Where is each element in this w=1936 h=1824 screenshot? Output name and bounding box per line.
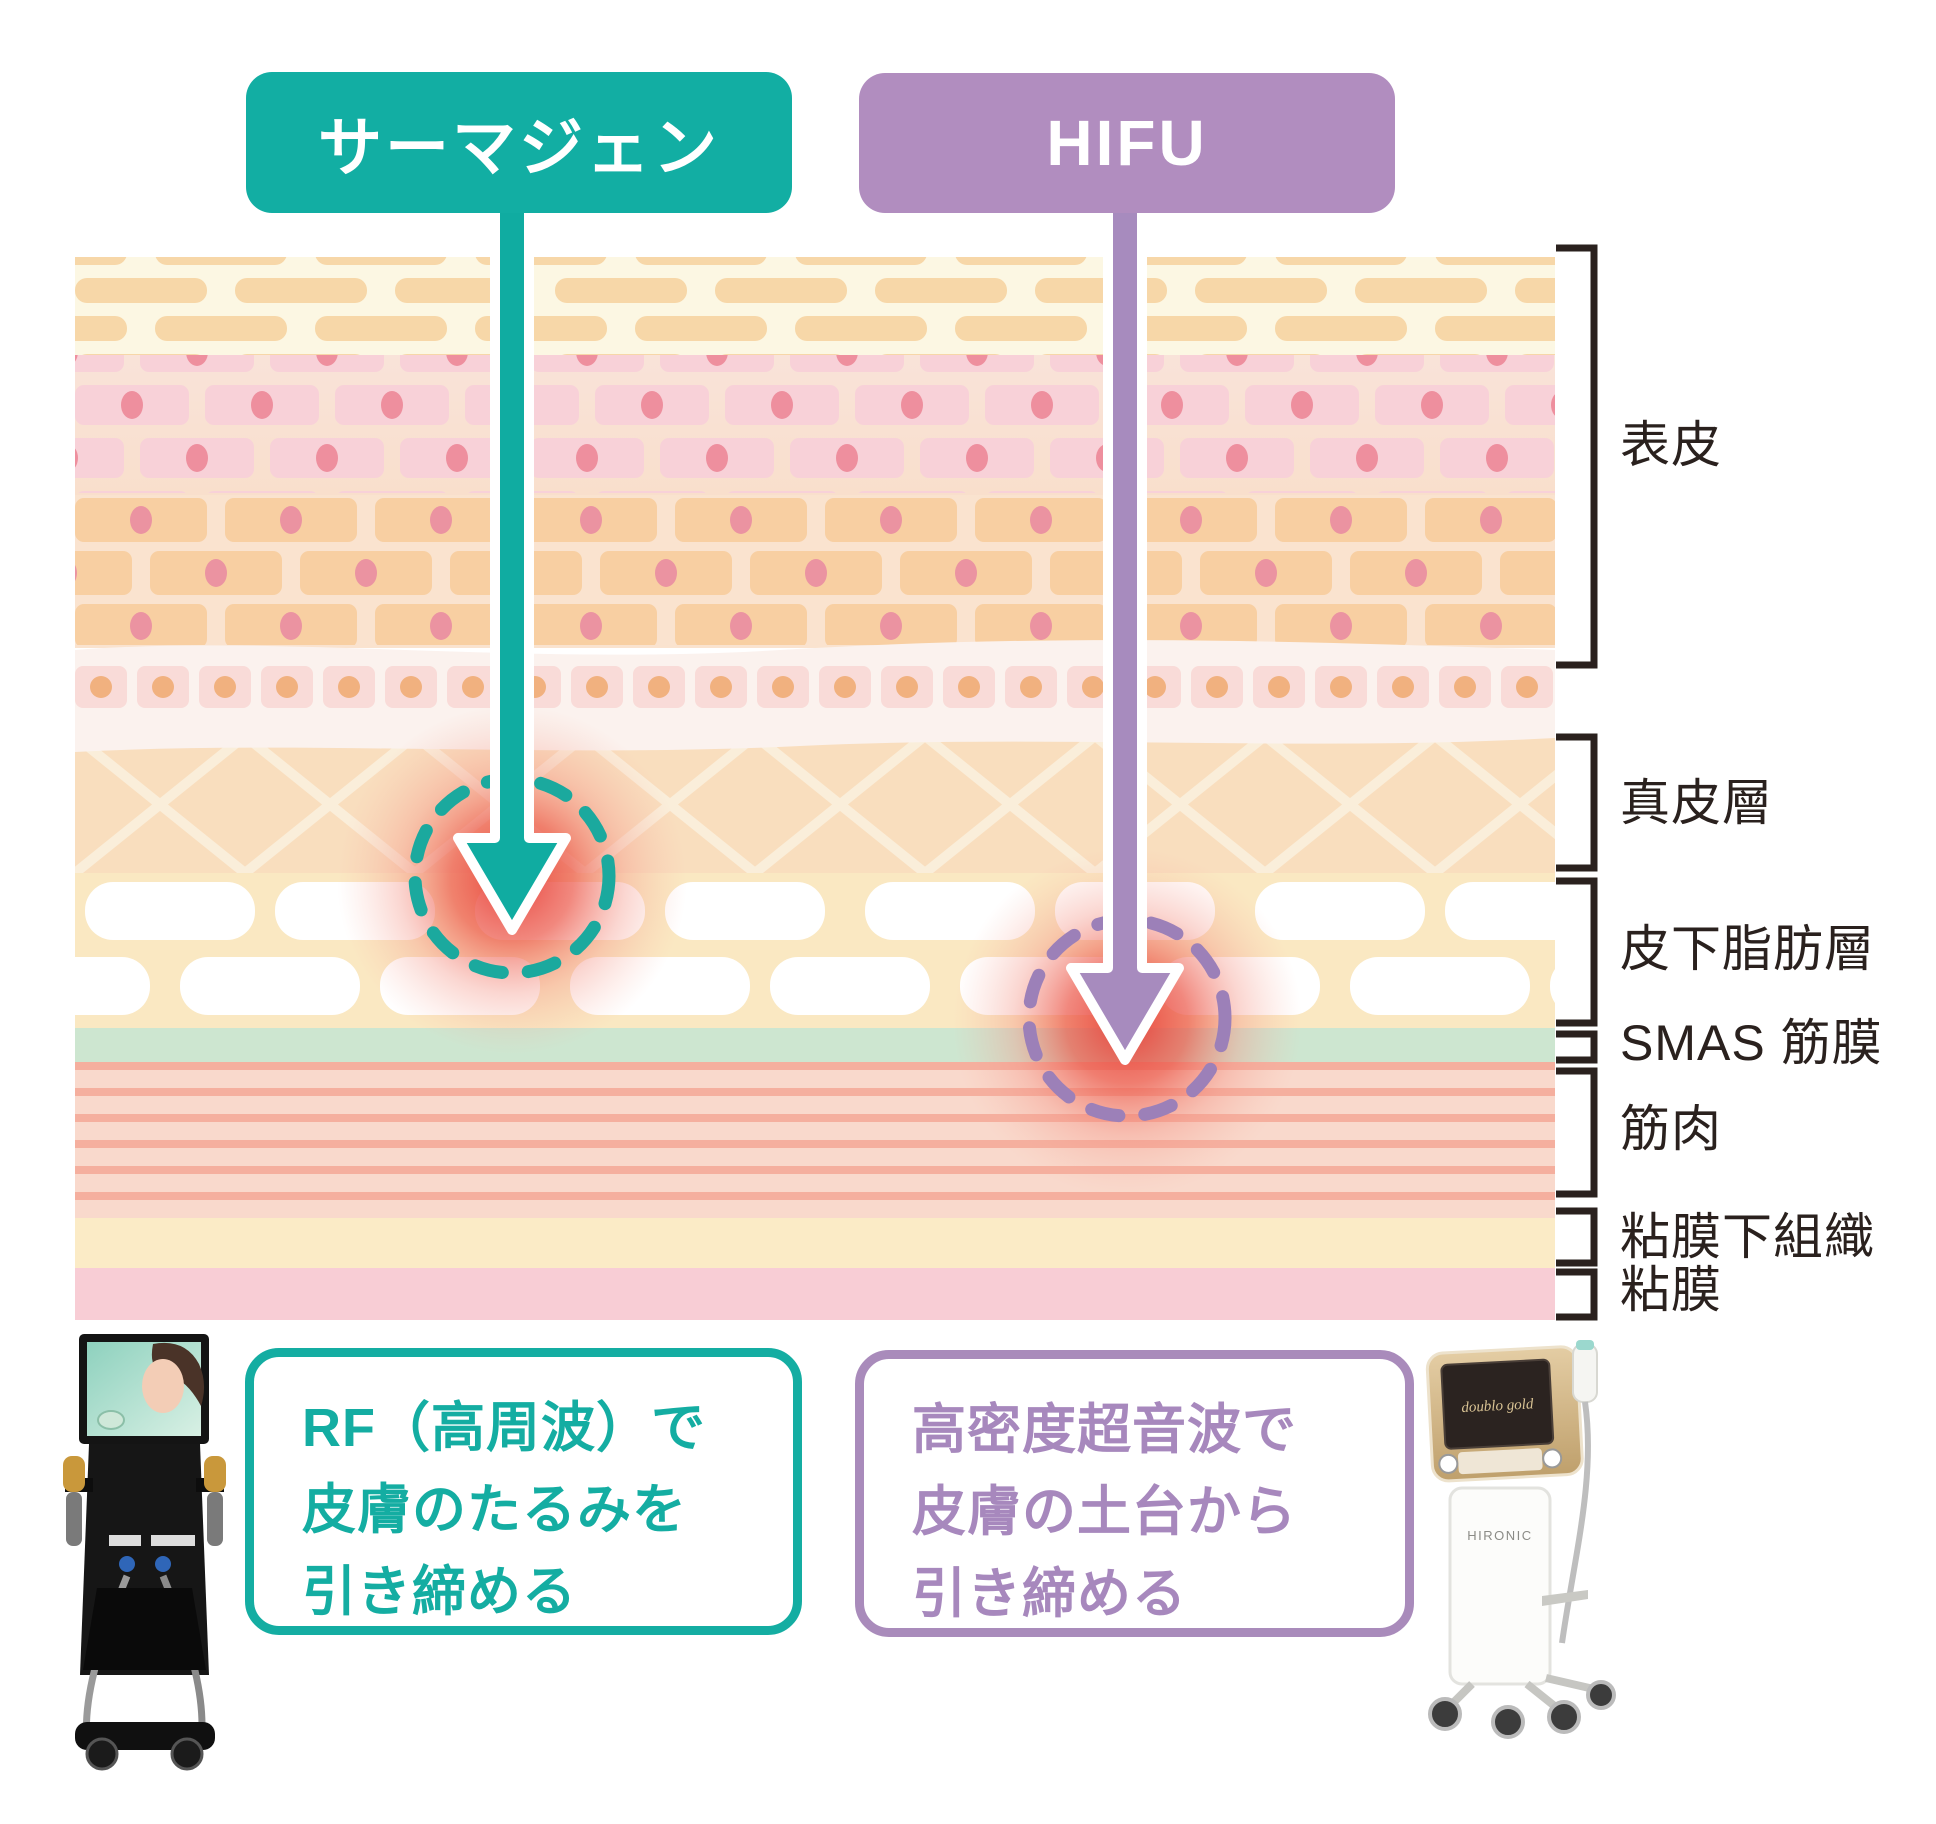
thermagen-desc-line-2: 皮膚のたるみを: [302, 1480, 687, 1540]
bracket-smas: [1556, 1030, 1598, 1064]
submucosa-layer: [75, 1218, 1555, 1268]
epidermis-layer: [75, 257, 1555, 648]
hifu-header-chip: HIFU: [859, 73, 1395, 213]
layer-brackets: [1556, 244, 1598, 1321]
muscle-layer: [75, 1062, 1555, 1218]
bracket-fat: [1556, 877, 1598, 1027]
thermagen-depth-arrow: [453, 200, 571, 935]
mucosa-layer: [75, 1268, 1555, 1320]
hifu-depth-arrow: [1066, 200, 1184, 1065]
bracket-dermis: [1556, 733, 1598, 872]
hifu-desc-line-2: 皮膚の土台から: [912, 1482, 1297, 1542]
caster-wheels: [1428, 1680, 1616, 1739]
bracket-epidermis: [1556, 244, 1598, 669]
hifu-device-image: doublo gold HIRONIC: [1425, 1340, 1616, 1739]
bracket-submucosa: [1556, 1207, 1598, 1267]
layer-label-submucosa: 粘膜下組織: [1620, 1209, 1875, 1265]
layer-label-smas-fascia: SMAS 筋膜: [1620, 1015, 1883, 1071]
smas-fascia-layer: [75, 1028, 1555, 1062]
hifu-handpiece: [1572, 1340, 1598, 1403]
hifu-screen-logo: doublo gold: [1461, 1396, 1534, 1416]
rf-handpiece-right: [204, 1456, 226, 1546]
hifu-desc-line-1: 高密度超音波で: [912, 1400, 1297, 1460]
bracket-mucosa: [1556, 1268, 1598, 1321]
hifu-description-box: 高密度超音波で 皮膚の土台から 引き締める: [855, 1350, 1414, 1637]
thermagen-header-chip: サーマジェン: [246, 72, 792, 213]
hifu-header-label: HIFU: [1046, 107, 1208, 179]
thermagen-header-label: サーマジェン: [318, 111, 720, 184]
dermis-layer: [75, 736, 1555, 873]
thermagen-description-box: RF（高周波）で 皮膚のたるみを 引き締める: [245, 1348, 802, 1635]
thermagen-desc-line-3: 引き締める: [302, 1562, 577, 1622]
bracket-muscle: [1556, 1067, 1598, 1198]
layer-label-dermis: 真皮層: [1620, 775, 1773, 831]
hifu-brand-logo: HIRONIC: [1467, 1528, 1532, 1543]
layer-label-epidermis: 表皮: [1620, 417, 1722, 473]
basal-membrane-band: [75, 640, 1555, 752]
layer-label-subcutaneous-fat: 皮下脂肪層: [1620, 921, 1875, 977]
hifu-desc-line-3: 引き締める: [912, 1564, 1187, 1624]
thermagen-device-image: [63, 1334, 226, 1771]
thermagen-desc-line-1: RF（高周波）で: [302, 1398, 706, 1458]
layer-label-mucosa: 粘膜: [1620, 1262, 1722, 1318]
caster-wheels: [85, 1737, 204, 1771]
rf-handpiece-left: [63, 1456, 85, 1546]
layer-label-muscle: 筋肉: [1620, 1101, 1722, 1157]
subcutaneous-fat-layer: [75, 873, 1555, 1028]
